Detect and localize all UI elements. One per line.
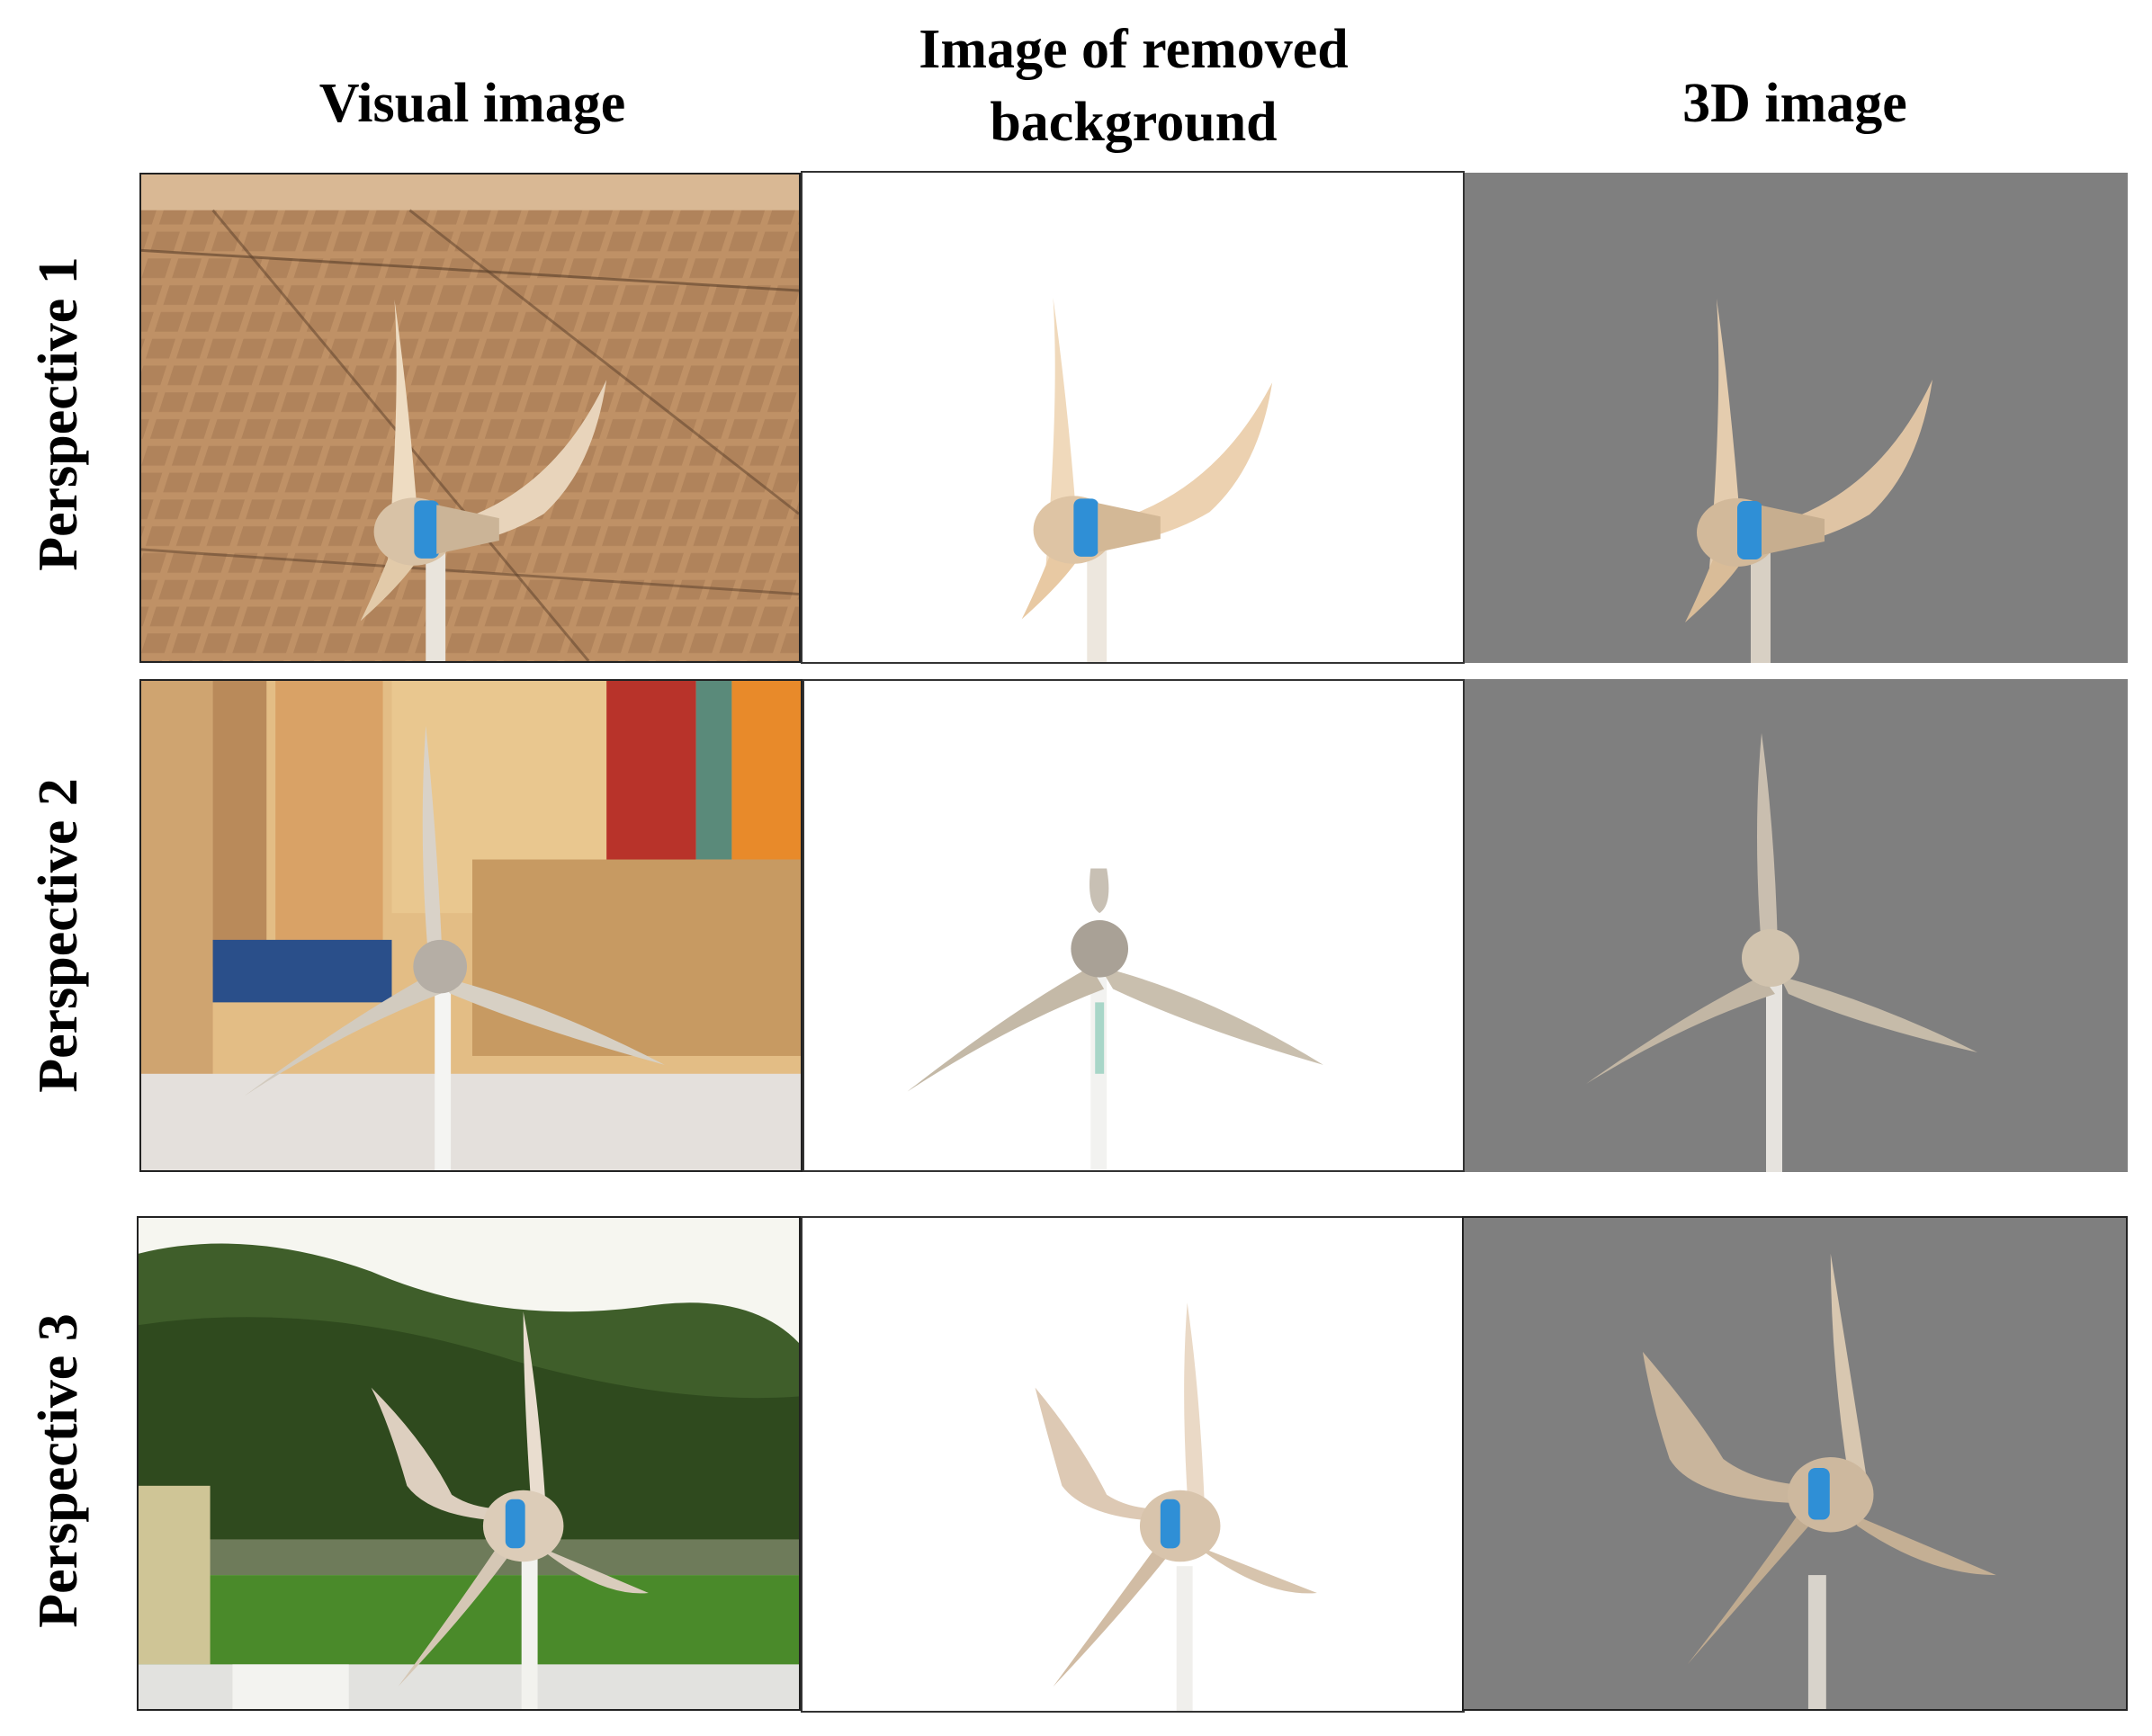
panel-removed-perspective-3 (801, 1216, 1465, 1713)
row-label-perspective-3: Perspective 3 (28, 1313, 89, 1628)
panel-visual-perspective-2 (139, 679, 803, 1172)
turbine-3d-model (1685, 299, 1932, 663)
building-scene (141, 681, 801, 1170)
panel-visual-perspective-3 (137, 1216, 801, 1711)
wind-turbine (360, 299, 607, 661)
panel-3d-perspective-1 (1465, 173, 2128, 663)
header-visual-image: Visual image (139, 67, 805, 140)
turbine-isolated (907, 868, 1323, 1170)
turbine-isolated (1021, 297, 1273, 662)
row-label-perspective-2: Perspective 2 (28, 778, 89, 1093)
turbine-3d-model (1642, 1253, 1996, 1709)
panel-removed-perspective-1 (801, 171, 1465, 664)
turbine-3d-model (1586, 733, 1977, 1172)
panel-visual-perspective-1 (139, 173, 801, 663)
header-removed-background-line2: background (990, 91, 1278, 153)
header-3d-image: 3D image (1462, 67, 2128, 140)
header-visual-image-text: Visual image (318, 73, 626, 134)
panel-removed-perspective-2 (803, 679, 1465, 1172)
rooftop-scene (141, 174, 799, 661)
row-label-perspective-1: Perspective 1 (28, 256, 89, 571)
turbine-isolated (1035, 1302, 1317, 1711)
header-removed-background-line1: Image of removed (919, 19, 1349, 80)
hillside-scene (139, 1218, 799, 1709)
header-removed-background: Image of removed background (801, 13, 1466, 158)
panel-3d-perspective-2 (1465, 679, 2128, 1172)
header-3d-image-text: 3D image (1682, 73, 1907, 134)
panel-3d-perspective-3 (1462, 1216, 2128, 1711)
